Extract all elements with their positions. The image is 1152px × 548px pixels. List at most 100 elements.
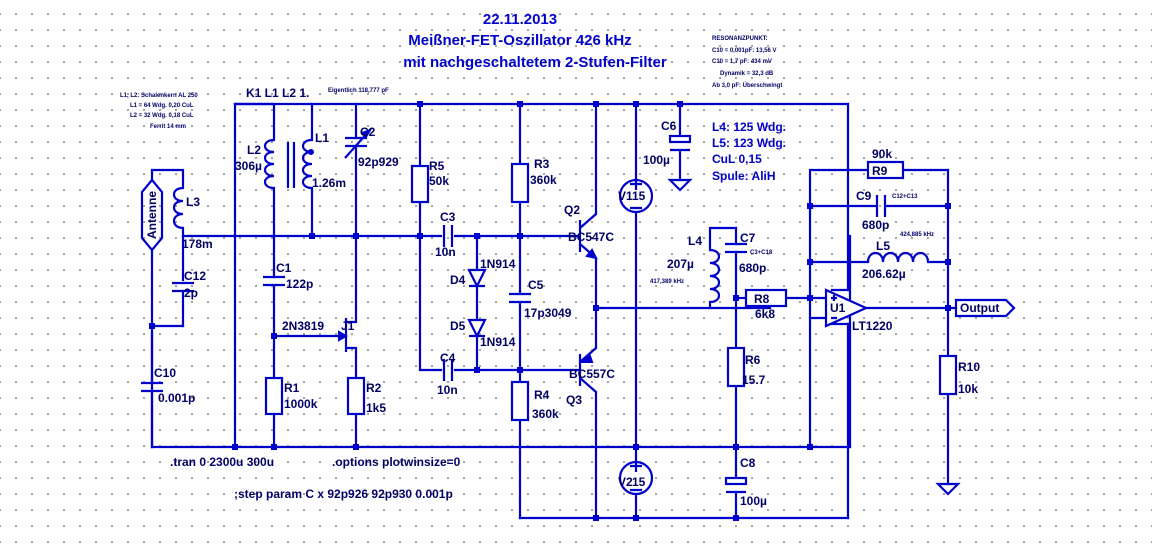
jfet-J1[interactable] (338, 308, 358, 358)
resistor-R10[interactable] (938, 354, 958, 396)
resonance-note-4: Ab 3,0 pF: Überschwingt (712, 82, 782, 89)
capacitor-C3[interactable] (442, 225, 454, 247)
label-R1-value: 1000k (284, 397, 318, 411)
label-V1-name: V1 (618, 189, 633, 203)
label-C10-name: C10 (154, 366, 176, 380)
resistor-R2[interactable] (346, 376, 366, 416)
capacitor-C1[interactable] (263, 275, 285, 287)
diode-D4[interactable] (467, 268, 487, 320)
title-date: 22.11.2013 (483, 11, 557, 28)
label-C3-name: C3 (440, 210, 456, 224)
label-D4-value: 1N914 (480, 257, 516, 271)
label-C12-value: 2p (184, 286, 198, 300)
label-R5-value: 50k (429, 174, 449, 188)
resistor-R8[interactable] (744, 288, 788, 308)
label-C4-value: 10n (437, 383, 458, 397)
capacitor-C12[interactable] (172, 281, 194, 310)
opamp-U1[interactable] (824, 288, 869, 328)
label-R2-value: 1k5 (366, 401, 386, 415)
title-line2: mit nachgeschaltetem 2-Stufen-Filter (403, 54, 667, 71)
component-labels: L3 178m C12 2p C10 0.001p L2 306µ L1 1.2… (154, 119, 980, 508)
capacitor-C10[interactable] (141, 324, 163, 449)
label-C6-name: C6 (661, 119, 677, 133)
inductor-L5[interactable] (866, 251, 930, 263)
label-C2-value: 92p929 (358, 155, 399, 169)
options-directive: .options plotwinsize=0 (332, 455, 461, 469)
capacitor-C9[interactable] (875, 195, 887, 217)
label-C5-name: C5 (528, 278, 544, 292)
inductor-L2[interactable] (263, 138, 275, 190)
capacitor-C6[interactable] (668, 134, 692, 152)
label-C9-name: C9 (856, 189, 872, 203)
label-Q2-value: BC547C (568, 230, 614, 244)
resonance-note-3: Dynamik = 32,3 dB (720, 71, 774, 77)
label-R3-name: R3 (534, 157, 550, 171)
label-V1-value: 15 (632, 189, 646, 203)
resistor-R9[interactable] (866, 160, 905, 180)
label-C1-value: 122p (286, 277, 313, 291)
transformer-core (286, 142, 296, 188)
label-R1-name: R1 (284, 381, 300, 395)
voltage-source-V2[interactable] (618, 460, 654, 496)
resistor-R6[interactable] (726, 346, 746, 388)
label-C5-value: 17p3049 (524, 306, 572, 320)
label-R8-name: R8 (754, 292, 770, 306)
ground-c6 (667, 178, 693, 192)
label-U1-value: LT1220 (852, 319, 893, 333)
label-R10-name: R10 (958, 360, 980, 374)
voltage-source-V1[interactable] (618, 178, 654, 214)
capacitor-C2[interactable] (344, 128, 373, 159)
antenna-label: Antenne (145, 191, 159, 239)
label-L4-value: 207µ (667, 257, 694, 271)
capacitor-C5[interactable] (509, 292, 531, 304)
resonance-note-0: RESONANZPUNKT: (712, 36, 768, 42)
label-C2-name: C2 (360, 125, 376, 139)
resistor-R3[interactable] (510, 162, 530, 204)
l4-l5-notes: L4: 125 Wdg. L5: 123 Wdg. CuL 0,15 Spule… (712, 120, 786, 183)
label-C10-value: 0.001p (158, 391, 195, 405)
inductor-L1[interactable] (301, 138, 314, 190)
wires (150, 102, 958, 520)
resistor-R1[interactable] (264, 376, 284, 416)
antenna-port[interactable]: Antenne (140, 178, 164, 252)
c2-note: Eigentlich 118,777 pF (328, 88, 389, 94)
label-Q3-value: BC557C (569, 367, 615, 381)
coil-note-3: Ferrit 14 mm (150, 124, 186, 130)
label-R3-value: 360k (530, 173, 557, 187)
resistor-R5[interactable] (410, 164, 430, 204)
inductor-L3[interactable] (172, 186, 184, 230)
c9-note: C12+C13 (892, 194, 918, 200)
title-block: 22.11.2013 Meißner-FET-Oszillator 426 kH… (403, 11, 667, 71)
inductor-L4[interactable] (709, 248, 721, 304)
resistor-R4[interactable] (510, 380, 530, 422)
label-C12-name: C12 (184, 269, 206, 283)
c7-note: C3+C18 (750, 250, 773, 256)
label-D4-name: D4 (450, 273, 466, 287)
coil-note-1: L1 = 64 Wdg. 0,20 CuL (130, 103, 194, 109)
capacitor-C4[interactable] (442, 359, 454, 381)
l5-freq-note: 424,885 kHz (900, 232, 934, 238)
label-D5-name: D5 (450, 319, 466, 333)
label-V2-value: 15 (632, 475, 646, 489)
label-L4-name: L4 (688, 234, 702, 248)
label-C3-value: 10n (435, 245, 456, 259)
l4-l5-note-0: L4: 125 Wdg. (712, 120, 786, 134)
label-L3-value: 178m (182, 237, 213, 251)
label-R6-value: 15.7 (742, 373, 766, 387)
label-R8-value: 6k8 (755, 307, 775, 321)
capacitor-C8[interactable] (724, 476, 748, 494)
diode-D5[interactable] (467, 318, 487, 339)
label-R5-name: R5 (429, 159, 445, 173)
capacitor-C7[interactable] (725, 242, 747, 254)
label-L1-name: L1 (315, 131, 329, 145)
resonance-note-2: C10 = 1,7 pF: 434 mV (712, 59, 772, 65)
label-R4-name: R4 (534, 388, 550, 402)
transistor-Q3[interactable] (572, 347, 597, 393)
label-L2-value: 306µ (235, 159, 262, 173)
label-C7-name: C7 (740, 231, 756, 245)
output-port[interactable]: Output (954, 298, 1016, 318)
label-R9-name: R9 (872, 164, 888, 178)
resonance-notes: RESONANZPUNKT: C10 = 0,001pF: 13,56 V C1… (712, 36, 782, 89)
transistor-Q2[interactable] (572, 213, 598, 260)
